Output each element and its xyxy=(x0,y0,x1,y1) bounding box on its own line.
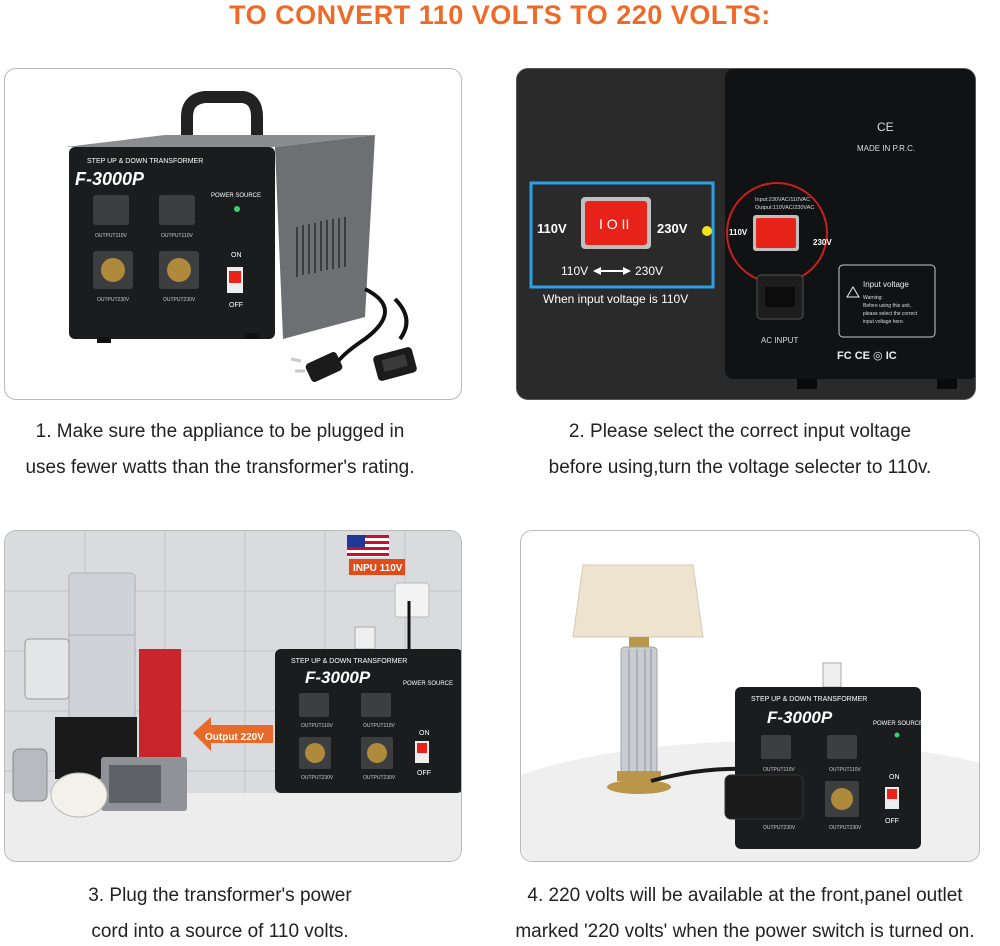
transformer-illustration: STEP UP & DOWN TRANSFORMER F-3000P OUTPU… xyxy=(65,91,417,382)
output-arrow-icon: Output 220V xyxy=(193,717,273,751)
svg-text:OUTPUT110V: OUTPUT110V xyxy=(829,767,862,773)
panel-transformer-product: STEP UP & DOWN TRANSFORMER F-3000P OUTPU… xyxy=(4,68,462,400)
svg-text:CE: CE xyxy=(877,120,894,134)
svg-text:ON: ON xyxy=(231,252,242,259)
zoom-highlight-box xyxy=(529,181,715,289)
svg-text:ON: ON xyxy=(889,774,900,781)
svg-text:STEP UP & DOWN TRANSFORMER: STEP UP & DOWN TRANSFORMER xyxy=(751,696,867,703)
panel-lamp-scene: STEP UP & DOWN TRANSFORMER F-3000P OUTPU… xyxy=(520,530,980,862)
svg-text:please select the correct: please select the correct xyxy=(863,311,918,317)
svg-text:MADE IN P.R.C.: MADE IN P.R.C. xyxy=(857,144,915,153)
panel-kitchen-scene: INPU 110V Output 220V STEP UP & DOWN TRA… xyxy=(4,530,462,862)
svg-text:OFF: OFF xyxy=(885,818,899,825)
warning-label xyxy=(838,264,936,338)
svg-text:AC INPUT: AC INPUT xyxy=(761,336,798,345)
svg-text:POWER SOURCE: POWER SOURCE xyxy=(873,721,923,727)
outlet-110v-2 xyxy=(159,195,195,225)
svg-text:OUTPUT230V: OUTPUT230V xyxy=(163,297,196,303)
device-model: F-3000P xyxy=(75,169,145,189)
svg-text:110V: 110V xyxy=(729,228,748,237)
caption-step-3: 3. Plug the transformer's power cord int… xyxy=(88,885,352,942)
us-plug-icon xyxy=(290,352,343,382)
svg-text:ON: ON xyxy=(419,730,430,737)
svg-text:Input:230VAC/110VAC: Input:230VAC/110VAC xyxy=(755,197,810,203)
rocker-switch xyxy=(756,218,796,248)
rocker-switch-zoomed xyxy=(585,201,647,245)
svg-text:110V: 110V xyxy=(561,264,588,278)
device-header: STEP UP & DOWN TRANSFORMER xyxy=(87,158,203,165)
svg-text:STEP UP & DOWN TRANSFORMER: STEP UP & DOWN TRANSFORMER xyxy=(291,658,407,665)
svg-text:OFF: OFF xyxy=(417,770,431,777)
svg-text:Output 220V: Output 220V xyxy=(205,732,264,743)
svg-text:OUTPUT110V: OUTPUT110V xyxy=(95,233,128,239)
svg-text:230V: 230V xyxy=(657,221,688,236)
lamp-base xyxy=(607,780,671,794)
svg-text:F-3000P: F-3000P xyxy=(767,708,833,727)
svg-text:I O II: I O II xyxy=(599,216,629,232)
svg-text:OUTPUT230V: OUTPUT230V xyxy=(363,775,396,781)
lamp-body xyxy=(620,646,658,774)
voltage-selector-illustration: CE MADE IN P.R.C. 110V 230V I O II 110V … xyxy=(517,69,975,399)
svg-text:OUTPUT110V: OUTPUT110V xyxy=(301,723,334,729)
svg-text:OUTPUT230V: OUTPUT230V xyxy=(97,297,130,303)
lamp-shade xyxy=(572,564,704,638)
iec-plug-icon xyxy=(373,347,417,381)
svg-text:OUTPUT110V: OUTPUT110V xyxy=(763,767,796,773)
svg-text:Input voltage: Input voltage xyxy=(863,280,909,289)
outlet-110v-1 xyxy=(93,195,129,225)
certification-marks: FC CE ◎ IC xyxy=(837,350,897,362)
caption-step-4: 4. 220 volts will be available at the fr… xyxy=(515,885,975,942)
svg-text:POWER SOURCE: POWER SOURCE xyxy=(211,193,261,199)
input-voltage-tag xyxy=(349,559,405,575)
power-led-icon xyxy=(894,732,900,738)
kitchen-illustration: INPU 110V Output 220V STEP UP & DOWN TRA… xyxy=(5,531,461,861)
svg-text:Warning:: Warning: xyxy=(863,295,883,301)
double-arrow-icon xyxy=(593,267,631,275)
svg-text:230V: 230V xyxy=(813,238,832,247)
caption-step-2: 2. Please select the correct input volta… xyxy=(548,421,932,478)
caption-step-1: 1. Make sure the appliance to be plugged… xyxy=(25,421,415,478)
svg-text:OUTPUT230V: OUTPUT230V xyxy=(763,825,796,831)
connector-dot xyxy=(702,226,712,236)
page-title: TO CONVERT 110 VOLTS TO 220 VOLTS: xyxy=(229,0,771,30)
svg-text:Before using this unit,: Before using this unit, xyxy=(863,303,911,309)
svg-text:OUTPUT110V: OUTPUT110V xyxy=(363,723,396,729)
svg-text:OUTPUT230V: OUTPUT230V xyxy=(301,775,334,781)
us-flag-icon xyxy=(347,535,389,557)
svg-text:F-3000P: F-3000P xyxy=(305,668,371,687)
svg-text:When input voltage is 110V: When input voltage is 110V xyxy=(543,292,688,306)
svg-text:POWER SOURCE: POWER SOURCE xyxy=(403,681,453,687)
wall-outlet xyxy=(394,582,430,618)
svg-text:OUTPUT110V: OUTPUT110V xyxy=(161,233,194,239)
svg-text:230V: 230V xyxy=(635,264,663,278)
lamp-illustration: STEP UP & DOWN TRANSFORMER F-3000P OUTPU… xyxy=(521,531,979,861)
svg-text:INPU 110V: INPU 110V xyxy=(353,563,403,574)
panel-voltage-selector: CE MADE IN P.R.C. 110V 230V I O II 110V … xyxy=(516,68,976,400)
warning-triangle-icon xyxy=(846,286,860,298)
svg-text:110V: 110V xyxy=(537,221,567,236)
svg-text:input voltage here.: input voltage here. xyxy=(863,319,904,325)
svg-text:Output:110VAC/230VAC: Output:110VAC/230VAC xyxy=(755,205,814,211)
svg-text:OFF: OFF xyxy=(229,302,243,309)
svg-text:OUTPUT230V: OUTPUT230V xyxy=(829,825,862,831)
kettle xyxy=(12,748,48,802)
power-led-icon xyxy=(234,206,240,212)
plug-in-outlet xyxy=(724,774,804,820)
